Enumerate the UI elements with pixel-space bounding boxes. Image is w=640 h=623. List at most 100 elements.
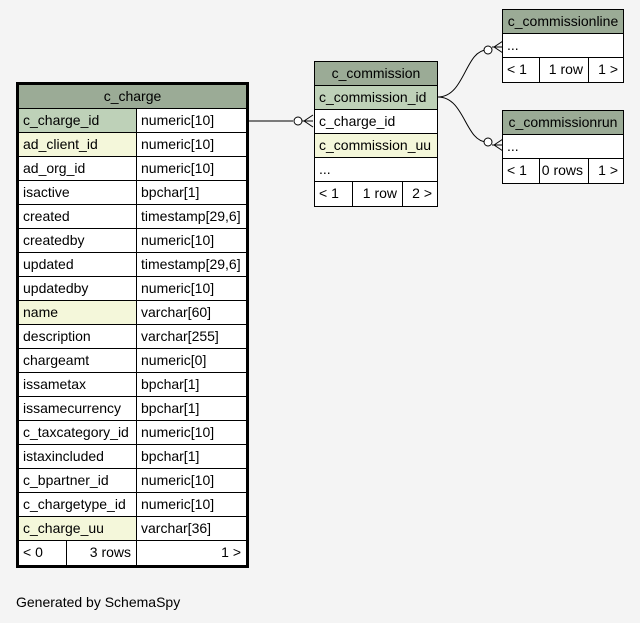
relation-crowfoot — [492, 40, 504, 54]
relation-crowfoot — [302, 114, 314, 128]
column-name: ad_client_id — [19, 133, 137, 156]
footer-parents[interactable]: < 1 — [503, 58, 540, 82]
column-name: ad_org_id — [19, 157, 137, 180]
column-name: isactive — [19, 181, 137, 204]
column-type: varchar[60] — [141, 304, 212, 320]
column-type: bpchar[1] — [141, 184, 200, 200]
column-row[interactable]: ... — [503, 34, 623, 58]
column-name: c_charge_id — [319, 113, 396, 129]
column-type: timestamp[29,6] — [141, 256, 241, 272]
column-name: ... — [507, 37, 519, 53]
column-type: numeric[10] — [141, 160, 215, 176]
column-name: ... — [319, 161, 331, 177]
column-name: c_commission_uu — [315, 134, 437, 157]
column-name: name — [19, 301, 137, 324]
column-name: istaxincluded — [19, 445, 137, 468]
footer-children[interactable]: 2 > — [412, 185, 432, 201]
column-type: bpchar[1] — [141, 376, 200, 392]
column-row[interactable]: ... — [503, 135, 623, 159]
column-type: timestamp[29,6] — [141, 208, 241, 224]
relation-commissionrun-to-commission — [437, 96, 488, 143]
column-type: numeric[10] — [141, 496, 215, 512]
column-name: c_charge_id — [19, 109, 137, 132]
column-name: c_taxcategory_id — [19, 421, 137, 444]
column-type: numeric[10] — [141, 424, 215, 440]
footer-parents[interactable]: < 1 — [315, 182, 353, 206]
footer-children[interactable]: 1 > — [598, 61, 618, 77]
column-name: c_commission_id — [315, 86, 437, 109]
column-row[interactable]: c_charge_id — [315, 110, 437, 134]
column-name: created — [19, 205, 137, 228]
column-type: numeric[10] — [141, 136, 215, 152]
footer-row-count[interactable]: 1 row — [540, 58, 589, 82]
column-type: numeric[10] — [141, 232, 215, 248]
column-name: chargeamt — [19, 349, 137, 372]
table-header: c_commissionline — [503, 10, 623, 34]
relation-optional-marker — [293, 116, 303, 126]
relation-optional-marker — [483, 137, 493, 147]
relation-commissionline-to-commission — [437, 49, 488, 98]
column-name: c_charge_uu — [19, 517, 137, 540]
column-row[interactable]: c_commission_id — [315, 86, 437, 110]
column-name: updatedby — [19, 277, 137, 300]
column-name: issamecurrency — [19, 397, 137, 420]
footer-row-count[interactable]: 0 rows — [540, 159, 589, 183]
generated-by-text: Generated by SchemaSpy — [16, 594, 181, 610]
footer-row-count[interactable]: 1 row — [353, 182, 403, 206]
column-type: numeric[0] — [141, 352, 207, 368]
table-header: c_commissionrun — [503, 111, 623, 135]
footer-parents[interactable]: < 0 — [19, 541, 67, 565]
column-type: numeric[10] — [141, 112, 215, 128]
column-type: varchar[255] — [141, 328, 219, 344]
relation-crowfoot — [492, 138, 504, 152]
column-name: issametax — [19, 373, 137, 396]
column-name: description — [19, 325, 137, 348]
footer-row-count[interactable]: 3 rows — [67, 541, 137, 565]
column-type: varchar[36] — [141, 520, 212, 536]
column-row[interactable]: c_commission_uu — [315, 134, 437, 158]
column-type: numeric[10] — [141, 472, 215, 488]
column-type: numeric[10] — [141, 280, 215, 296]
footer-children[interactable]: 1 > — [598, 162, 618, 178]
column-row[interactable]: ... — [315, 158, 437, 182]
relation-optional-marker — [483, 45, 493, 55]
table-header: c_commission — [315, 62, 437, 86]
footer-parents[interactable]: < 1 — [503, 159, 540, 183]
column-name: ... — [507, 138, 519, 154]
column-name: c_chargetype_id — [19, 493, 137, 516]
table-header: c_charge — [19, 85, 246, 109]
footer-children[interactable]: 1 > — [221, 544, 241, 560]
column-name: c_bpartner_id — [19, 469, 137, 492]
column-type: bpchar[1] — [141, 400, 200, 416]
column-name: createdby — [19, 229, 137, 252]
column-type: bpchar[1] — [141, 448, 200, 464]
column-name: updated — [19, 253, 137, 276]
